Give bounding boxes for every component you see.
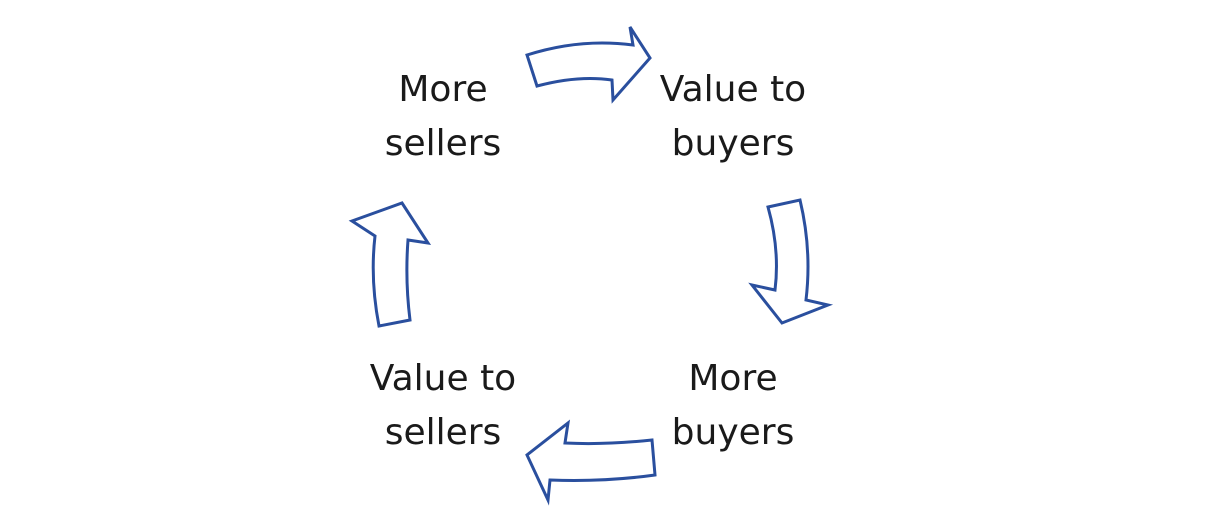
- node-label-line: buyers: [671, 412, 795, 453]
- node-label-line: Value to: [659, 69, 807, 110]
- node-more-sellers: More sellers: [323, 63, 563, 171]
- arrow-right-down: [748, 198, 834, 325]
- node-label-line: sellers: [384, 123, 502, 164]
- node-label-line: More: [688, 358, 778, 399]
- node-label-line: sellers: [384, 412, 502, 453]
- arrow-left-up: [348, 201, 432, 328]
- node-label-line: Value to: [369, 358, 517, 399]
- node-label-line: buyers: [671, 123, 795, 164]
- node-more-buyers: More buyers: [613, 352, 853, 460]
- node-label-line: More: [398, 69, 488, 110]
- node-value-to-sellers: Value to sellers: [323, 352, 563, 460]
- node-value-to-buyers: Value to buyers: [613, 63, 853, 171]
- arrow-top-right: [525, 26, 652, 104]
- arrow-bottom-left: [525, 419, 657, 506]
